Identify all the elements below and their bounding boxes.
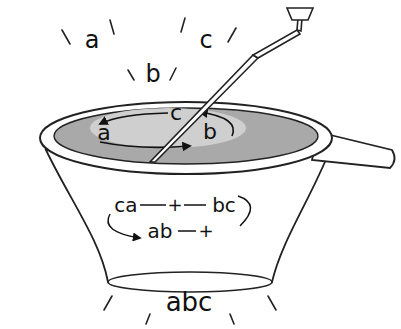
letter-label: +	[198, 222, 213, 240]
crank	[150, 8, 313, 162]
mixing-loop	[108, 196, 251, 238]
letter-label: a	[97, 122, 110, 144]
letter-label: +	[167, 196, 182, 214]
letter-label: c	[170, 102, 182, 124]
letter-label: ca	[114, 195, 137, 215]
letter-label: b	[203, 121, 217, 143]
pot-rim	[40, 102, 332, 174]
letter-label: abc	[166, 289, 213, 315]
letter-label: c	[199, 28, 212, 52]
swirl-arrows	[100, 112, 233, 147]
letter-label: b	[145, 62, 160, 86]
liquid	[54, 108, 318, 164]
letter-label: a	[85, 28, 100, 52]
letter-label: bc	[212, 195, 236, 215]
swirl-area	[90, 108, 246, 148]
letter-label: ab	[148, 221, 173, 241]
